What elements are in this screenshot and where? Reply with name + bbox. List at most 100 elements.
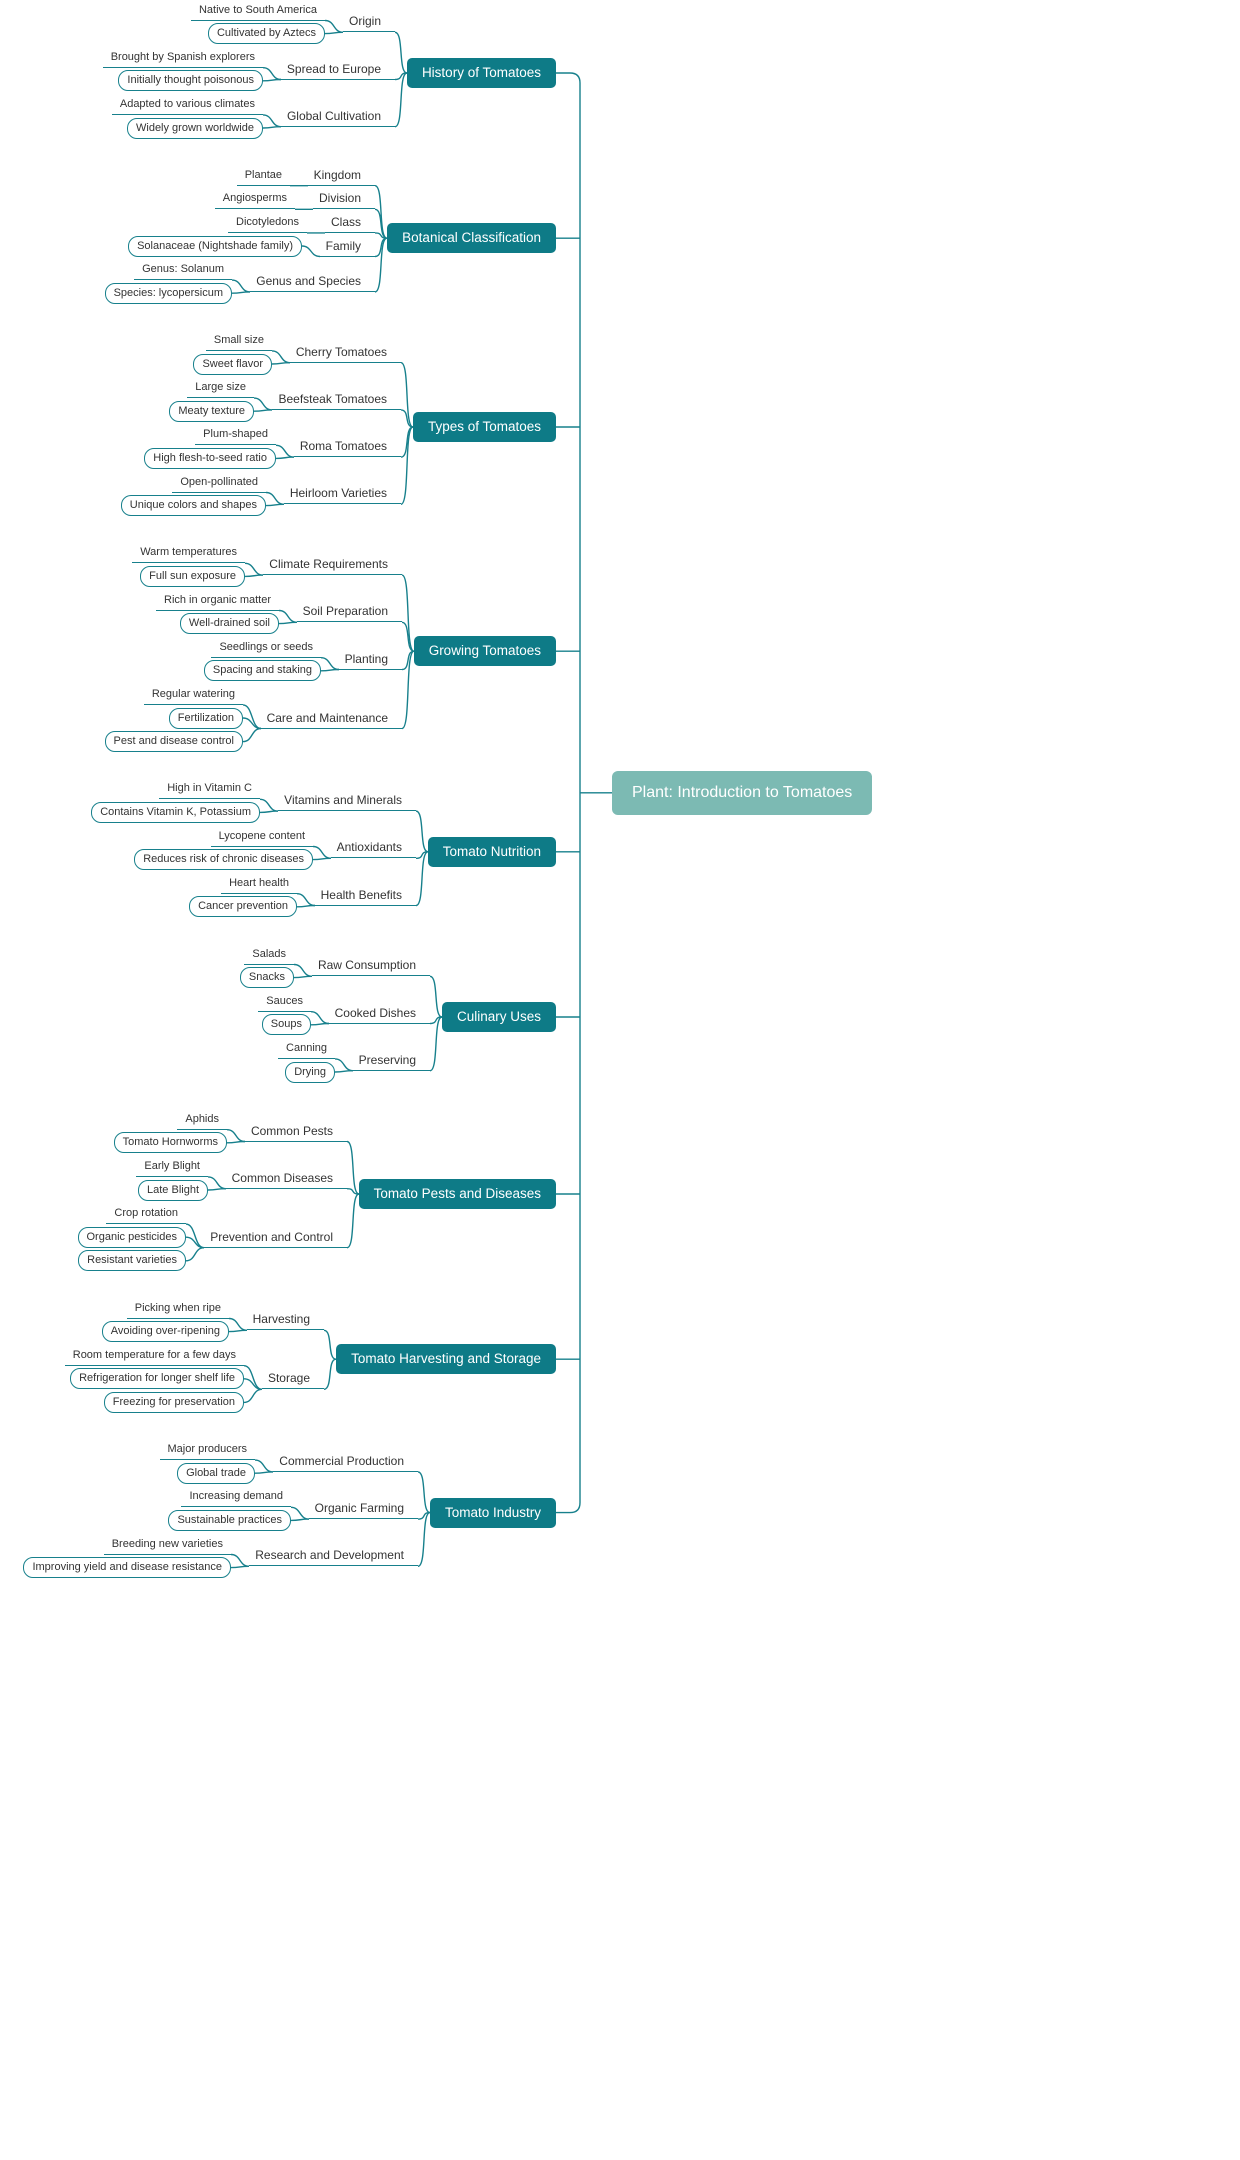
leaf-node[interactable]: Aphids — [177, 1109, 227, 1130]
leaf-node[interactable]: Drying — [285, 1061, 335, 1083]
leaf-node[interactable]: Plantae — [236, 165, 290, 186]
leaf-node[interactable]: Species: lycopersicum — [104, 282, 232, 304]
leaf-node[interactable]: Meaty texture — [169, 400, 254, 422]
leaf-node[interactable]: Cancer prevention — [189, 896, 297, 918]
branch-node-tomato-nutrition[interactable]: Tomato Nutrition — [427, 836, 556, 867]
leaf-node[interactable]: Organic pesticides — [77, 1226, 186, 1248]
leaf-node[interactable]: Adapted to various climates — [111, 94, 263, 115]
leaf-node[interactable]: Soups — [261, 1014, 311, 1036]
leaf-node[interactable]: Reduces risk of chronic diseases — [134, 849, 313, 871]
leaf-node[interactable]: Contains Vitamin K, Potassium — [91, 801, 260, 823]
leaf-node[interactable]: Major producers — [159, 1439, 255, 1461]
subtopic-node-raw-consumption[interactable]: Raw Consumption — [311, 955, 430, 977]
subtopic-node-cherry-tomatoes[interactable]: Cherry Tomatoes — [289, 342, 401, 363]
leaf-node[interactable]: Late Blight — [138, 1179, 208, 1201]
leaf-node[interactable]: High in Vitamin C — [159, 778, 260, 800]
subtopic-node-prevention-and-control[interactable]: Prevention and Control — [204, 1227, 347, 1248]
leaf-node[interactable]: Lycopene content — [210, 826, 313, 847]
subtopic-node-genus-and-species[interactable]: Genus and Species — [250, 271, 375, 292]
branch-node-tomato-pests-and-diseases[interactable]: Tomato Pests and Diseases — [358, 1179, 556, 1209]
leaf-node[interactable]: Pest and disease control — [104, 731, 243, 753]
subtopic-node-beefsteak-tomatoes[interactable]: Beefsteak Tomatoes — [272, 389, 401, 410]
leaf-node[interactable]: Early Blight — [136, 1156, 208, 1177]
branch-node-types-of-tomatoes[interactable]: Types of Tomatoes — [412, 412, 556, 442]
leaf-node[interactable]: Angiosperms — [214, 188, 295, 210]
leaf-node[interactable]: Fertilization — [168, 707, 243, 729]
leaf-node[interactable]: Widely grown worldwide — [127, 117, 263, 139]
subtopic-node-spread-to-europe[interactable]: Spread to Europe — [280, 59, 395, 80]
leaf-node[interactable]: Well-drained soil — [179, 613, 279, 635]
subtopic-node-harvesting[interactable]: Harvesting — [246, 1309, 324, 1331]
leaf-node[interactable]: Canning — [278, 1038, 335, 1059]
subtopic-node-vitamins-and-minerals[interactable]: Vitamins and Minerals — [278, 790, 416, 812]
leaf-node[interactable]: Resistant varieties — [78, 1250, 186, 1272]
branch-node-culinary-uses[interactable]: Culinary Uses — [441, 1002, 556, 1032]
leaf-node[interactable]: Global trade — [177, 1462, 255, 1484]
leaf-node[interactable]: Unique colors and shapes — [120, 495, 266, 517]
branch-node-growing-tomatoes[interactable]: Growing Tomatoes — [413, 636, 556, 667]
subtopic-node-cooked-dishes[interactable]: Cooked Dishes — [328, 1003, 430, 1024]
subtopic-node-soil-preparation[interactable]: Soil Preparation — [296, 601, 402, 623]
leaf-node[interactable]: Refrigeration for longer shelf life — [70, 1368, 244, 1390]
leaf-node[interactable]: High flesh-to-seed ratio — [144, 447, 276, 469]
subtopic-node-climate-requirements[interactable]: Climate Requirements — [263, 554, 402, 576]
subtopic-node-preserving[interactable]: Preserving — [352, 1050, 430, 1071]
leaf-node[interactable]: Improving yield and disease resistance — [23, 1557, 231, 1579]
subtopic-node-division[interactable]: Division — [312, 188, 375, 210]
leaf-node[interactable]: Dicotyledons — [228, 212, 307, 233]
leaf-node[interactable]: Room temperature for a few days — [64, 1345, 244, 1366]
subtopic-node-organic-farming[interactable]: Organic Farming — [308, 1498, 418, 1520]
subtopic-node-commercial-production[interactable]: Commercial Production — [273, 1451, 418, 1472]
connector-line — [243, 1365, 263, 1390]
leaf-node[interactable]: Freezing for preservation — [103, 1391, 244, 1413]
subtopic-node-common-pests[interactable]: Common Pests — [244, 1121, 347, 1142]
subtopic-node-family[interactable]: Family — [319, 236, 375, 257]
leaf-node[interactable]: Breeding new varieties — [103, 1534, 231, 1555]
subtopic-node-global-cultivation[interactable]: Global Cultivation — [280, 106, 395, 127]
root-node[interactable]: Plant: Introduction to Tomatoes — [612, 770, 873, 815]
subtopic-node-storage[interactable]: Storage — [261, 1368, 324, 1390]
leaf-node[interactable]: Sweet flavor — [193, 353, 272, 375]
subtopic-node-origin[interactable]: Origin — [342, 11, 395, 33]
subtopic-node-research-and-development[interactable]: Research and Development — [249, 1545, 418, 1567]
leaf-node[interactable]: Open-pollinated — [172, 472, 266, 493]
leaf-node[interactable]: Tomato Hornworms — [113, 1132, 227, 1154]
leaf-node[interactable]: Genus: Solanum — [134, 259, 232, 281]
leaf-node[interactable]: Small size — [205, 330, 272, 351]
subtopic-node-care-and-maintenance[interactable]: Care and Maintenance — [260, 708, 402, 729]
leaf-node[interactable]: Warm temperatures — [132, 542, 245, 564]
leaf-node[interactable]: Plum-shaped — [195, 424, 276, 446]
leaf-node[interactable]: Spacing and staking — [203, 660, 321, 682]
leaf-node[interactable]: Regular watering — [143, 684, 243, 705]
leaf-node[interactable]: Heart health — [221, 873, 297, 894]
leaf-node[interactable]: Full sun exposure — [140, 565, 245, 587]
subtopic-node-class[interactable]: Class — [324, 212, 375, 233]
subtopic-node-kingdom[interactable]: Kingdom — [307, 165, 375, 186]
branch-node-history-of-tomatoes[interactable]: History of Tomatoes — [406, 58, 556, 88]
subtopic-node-health-benefits[interactable]: Health Benefits — [314, 885, 416, 906]
leaf-node[interactable]: Crop rotation — [106, 1203, 186, 1225]
leaf-node[interactable]: Solanaceae (Nightshade family) — [128, 235, 302, 257]
subtopic-node-common-diseases[interactable]: Common Diseases — [225, 1168, 347, 1189]
branch-node-tomato-industry[interactable]: Tomato Industry — [429, 1497, 556, 1528]
leaf-node[interactable]: Seedlings or seeds — [211, 637, 321, 658]
subtopic-node-heirloom-varieties[interactable]: Heirloom Varieties — [283, 483, 401, 505]
leaf-node[interactable]: Rich in organic matter — [156, 590, 279, 611]
subtopic-node-roma-tomatoes[interactable]: Roma Tomatoes — [293, 436, 401, 458]
branch-node-botanical-classification[interactable]: Botanical Classification — [387, 223, 556, 254]
subtopic-node-planting[interactable]: Planting — [338, 649, 402, 670]
leaf-node[interactable]: Sauces — [258, 991, 311, 1012]
leaf-node[interactable]: Salads — [244, 944, 294, 965]
leaf-node[interactable]: Sustainable practices — [168, 1509, 291, 1531]
leaf-node[interactable]: Picking when ripe — [126, 1298, 229, 1319]
leaf-node[interactable]: Avoiding over-ripening — [101, 1321, 229, 1343]
leaf-node[interactable]: Native to South America — [190, 0, 325, 21]
leaf-node[interactable]: Brought by Spanish explorers — [102, 47, 263, 68]
subtopic-node-antioxidants[interactable]: Antioxidants — [330, 837, 416, 859]
leaf-node[interactable]: Initially thought poisonous — [118, 70, 263, 92]
branch-node-tomato-harvesting-and-storage[interactable]: Tomato Harvesting and Storage — [336, 1344, 556, 1375]
leaf-node[interactable]: Snacks — [239, 967, 294, 989]
leaf-node[interactable]: Large size — [187, 377, 254, 399]
leaf-node[interactable]: Increasing demand — [181, 1486, 291, 1508]
leaf-node[interactable]: Cultivated by Aztecs — [207, 23, 325, 45]
